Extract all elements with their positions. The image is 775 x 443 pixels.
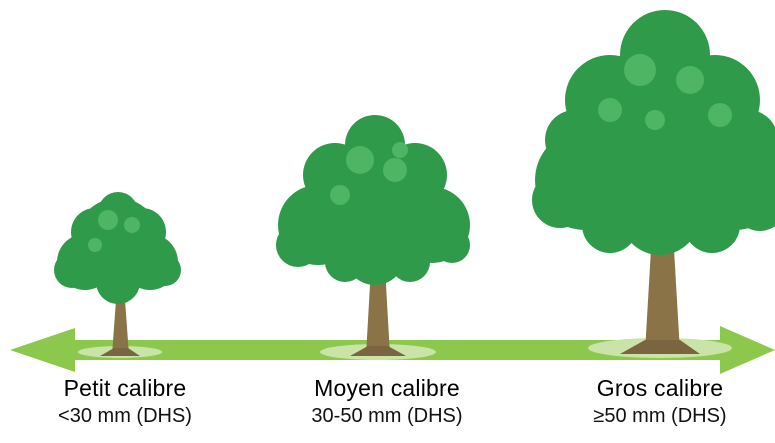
category-name-large: Gros calibre [560, 374, 760, 402]
category-size-large: ≥50 mm (DHS) [560, 402, 760, 430]
category-size-small: <30 mm (DHS) [20, 402, 230, 430]
arrow-head-left [10, 328, 75, 372]
category-name-medium: Moyen calibre [272, 374, 502, 402]
caption-large: Gros calibre ≥50 mm (DHS) [560, 374, 760, 430]
caption-medium: Moyen calibre 30-50 mm (DHS) [272, 374, 502, 430]
caption-small: Petit calibre <30 mm (DHS) [20, 374, 230, 430]
medium-tree [276, 115, 470, 360]
category-size-medium: 30-50 mm (DHS) [272, 402, 502, 430]
large-tree [532, 10, 775, 358]
category-name-small: Petit calibre [20, 374, 230, 402]
